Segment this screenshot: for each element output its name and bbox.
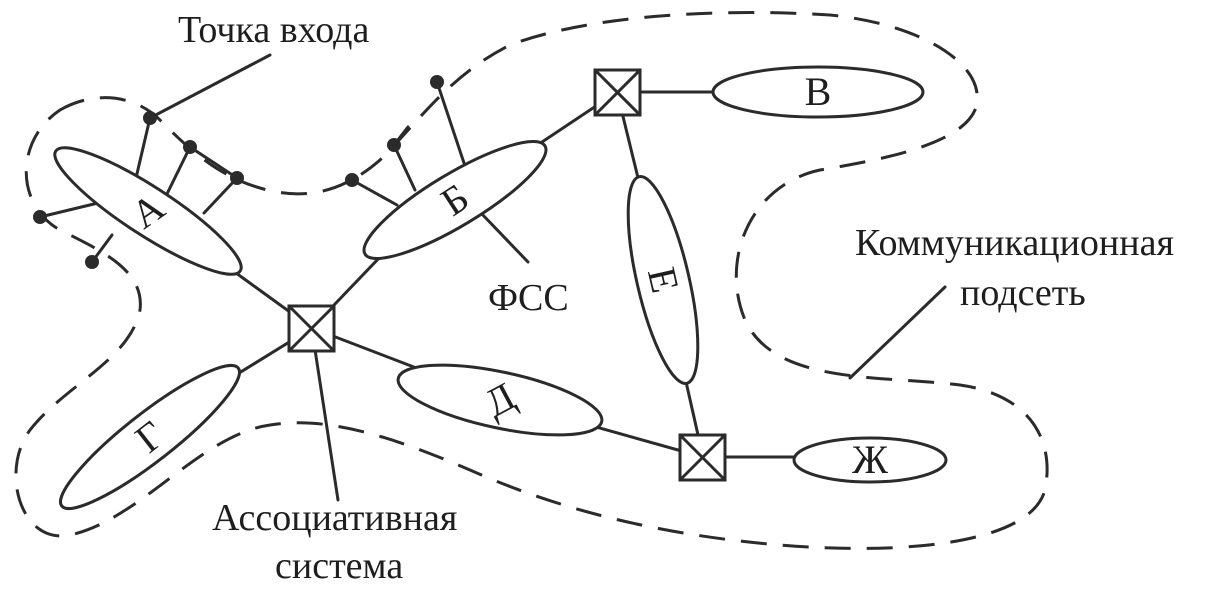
comm-subnet-leader [848,285,947,380]
comm-subnet-boundary [14,11,1049,550]
fss-leader [478,210,530,264]
relay-node-center [287,304,336,353]
network-d: Д [396,363,604,437]
assoc-system-label-line2: система [275,545,403,587]
entry-points-a [33,111,244,269]
assoc-system-leader [310,328,340,502]
network-b: Б [362,140,548,260]
entry-point-label: Точка входа [178,9,369,51]
assoc-system-label-line1: Ассоциативная [212,497,457,539]
svg-text:Ж: Ж [852,437,888,482]
entry-point-leader [148,53,272,120]
comm-subnet-label-line2: подсеть [960,272,1086,314]
fss-label: ФСС [488,277,569,319]
entry-points-b [345,75,466,207]
comm-subnet-label-line1: Коммуникационная [855,222,1174,264]
network-e: Е [626,175,700,385]
relay-node-bottom [678,433,727,482]
network-v: В [711,65,925,119]
svg-text:В: В [805,69,832,114]
network-g: Г [59,363,241,511]
network-zh: Ж [792,436,948,484]
network-a: А [53,146,243,276]
relay-node-top [593,68,642,117]
